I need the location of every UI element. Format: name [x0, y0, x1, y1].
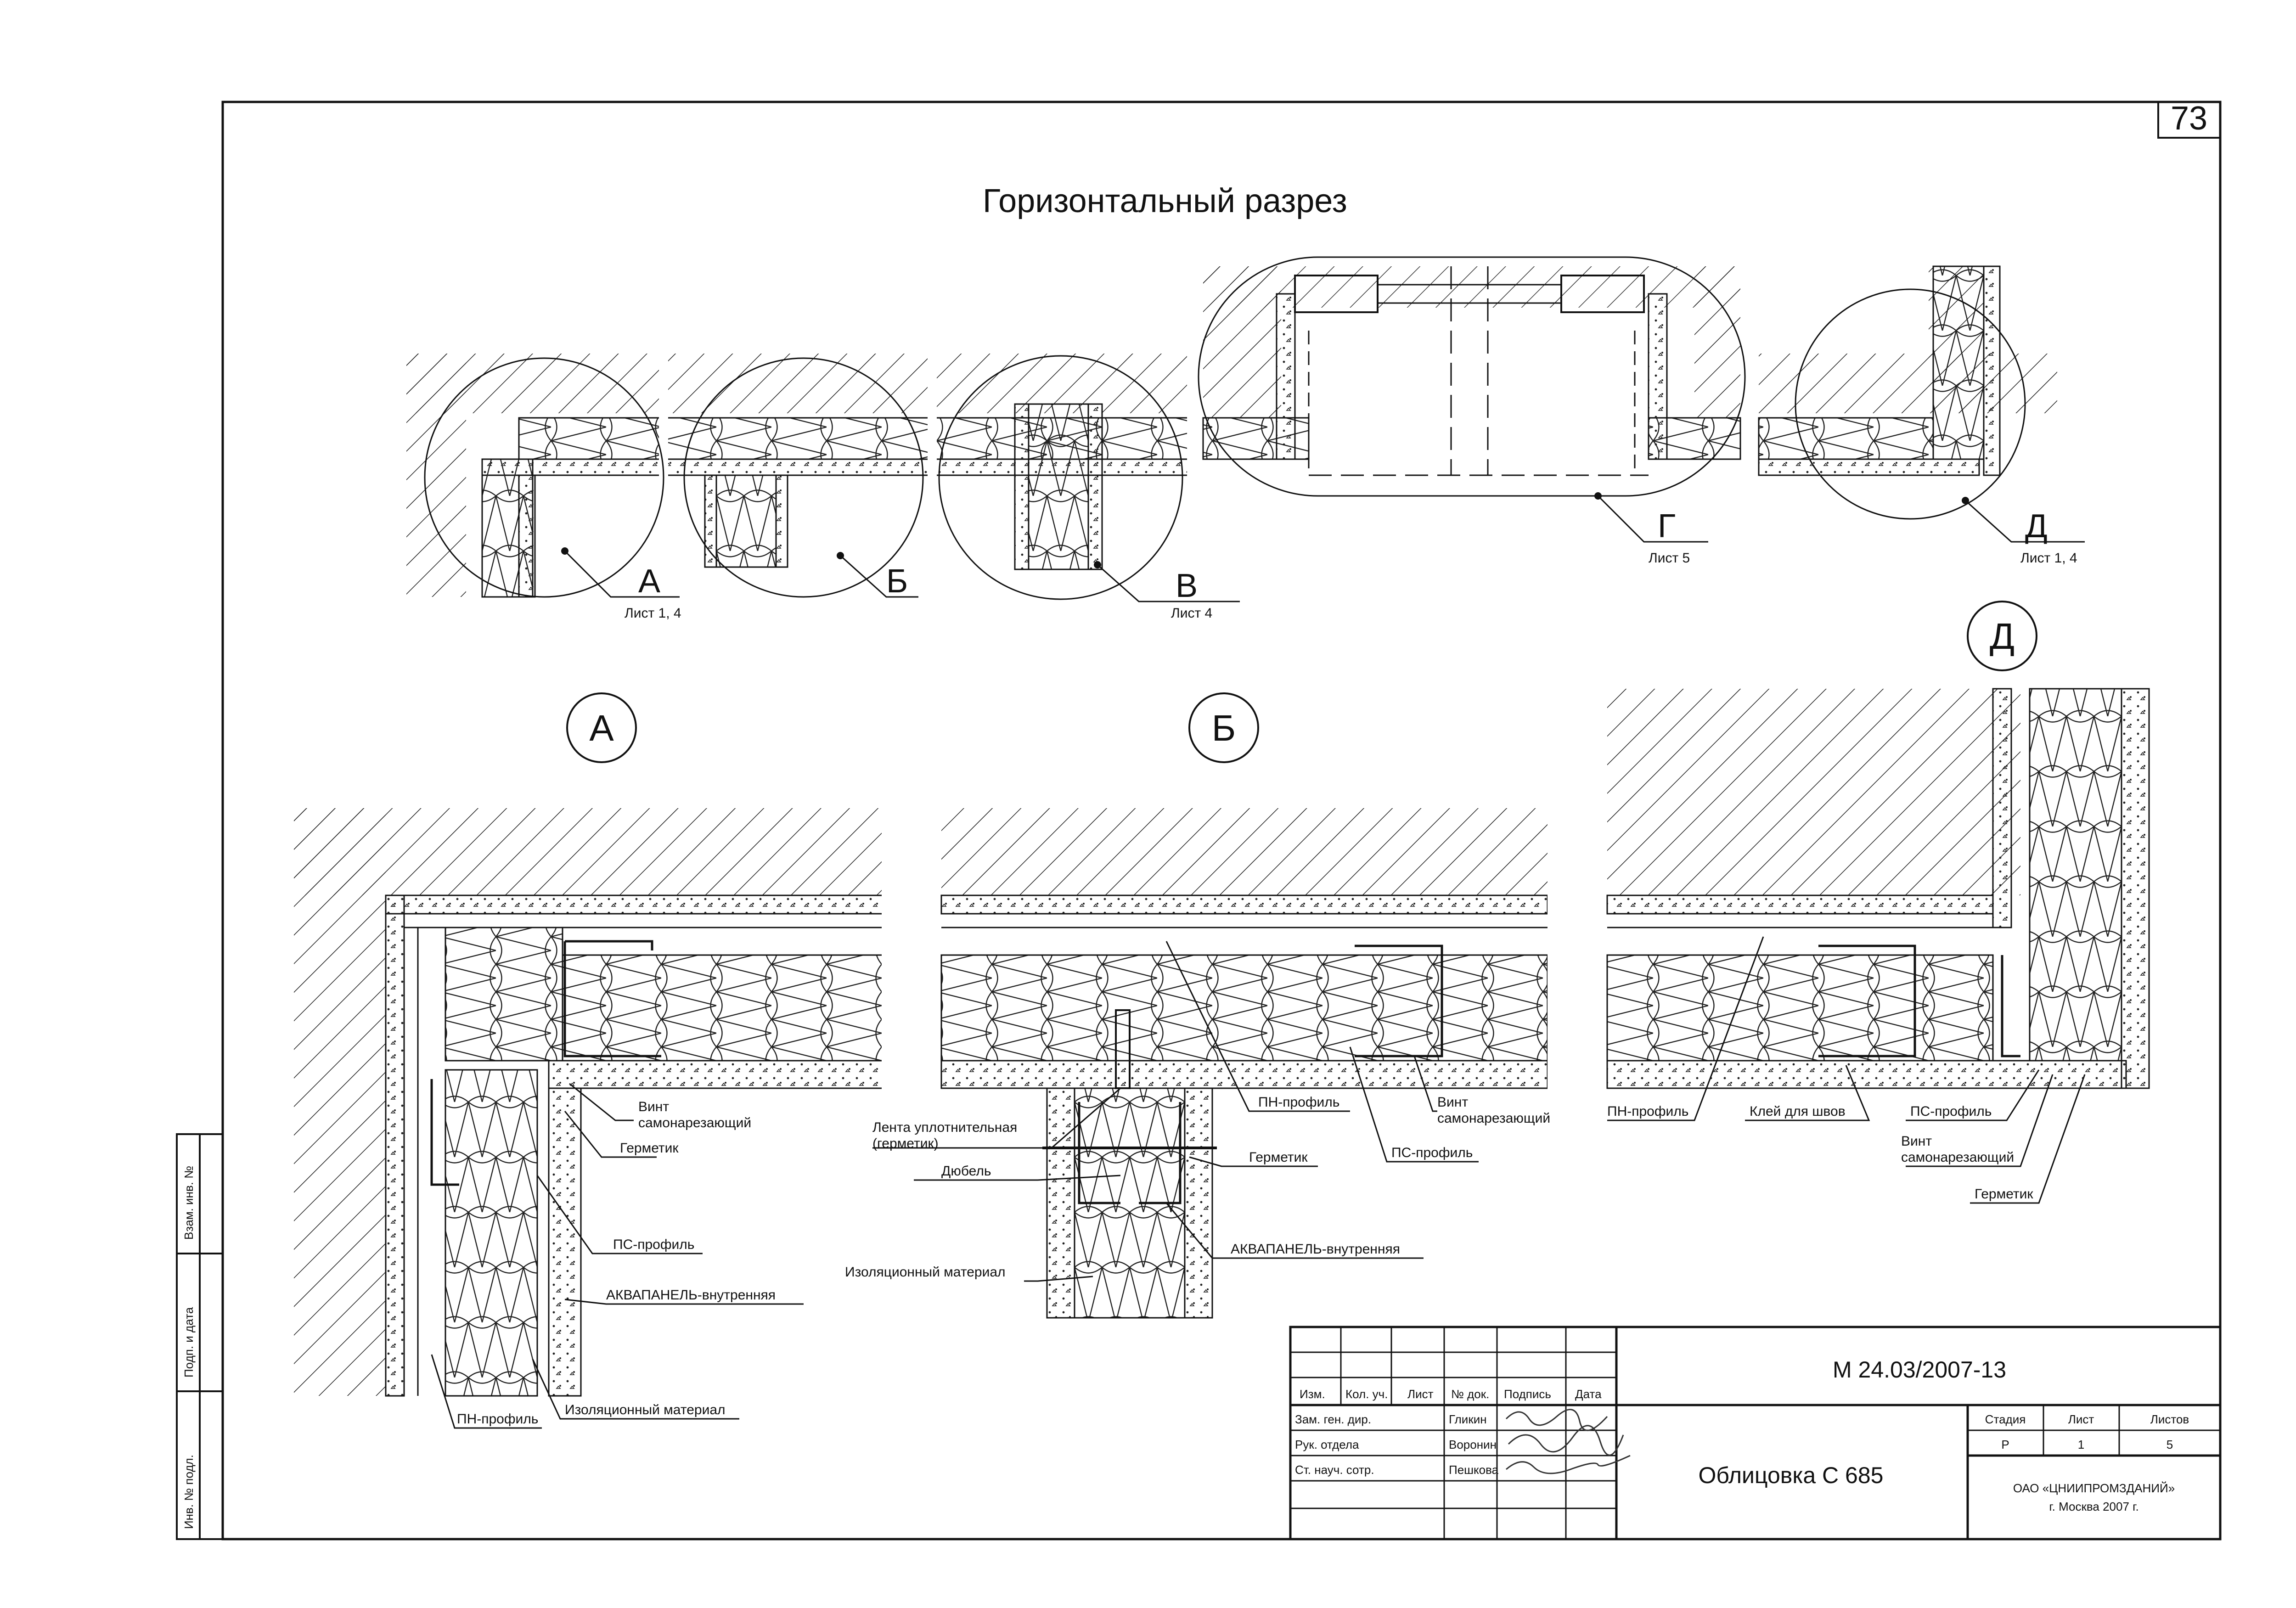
label-germetik-d: Герметик: [1975, 1186, 2033, 1202]
tb-header-list: Лист: [1407, 1387, 1434, 1401]
label-vint-b: Винт: [1437, 1095, 1468, 1110]
tb-header-podpis: Подпись: [1504, 1387, 1551, 1401]
stamp-label-vzam: Взам. инв. №: [182, 1166, 196, 1240]
detail-a-letter: А: [589, 708, 614, 748]
label-lenta-1: Лента уплотнительная: [872, 1120, 1017, 1135]
label-izol-b: Изоляционный материал: [845, 1265, 1006, 1280]
signatures-image: [1505, 1409, 1631, 1474]
tb-sheets-value: 5: [2167, 1438, 2173, 1451]
label-vint-a: Винт: [638, 1099, 669, 1114]
callout-b-letter: Б: [886, 563, 908, 600]
callout-v-ref: Лист 4: [1171, 606, 1212, 621]
detail-b-drawing: [940, 781, 1561, 1319]
label-klei: Клей для швов: [1750, 1104, 1846, 1119]
tb-org-1: ОАО «ЦНИИПРОМЗДАНИЙ»: [2013, 1481, 2175, 1495]
callout-g-letter: Г: [1658, 508, 1676, 545]
label-akvapanel-b: АКВАПАНЕЛЬ-внутренняя: [1231, 1242, 1400, 1257]
callout-d-ref: Лист 1, 4: [2020, 551, 2077, 566]
label-pn-profil-a: ПН-профиль: [457, 1411, 538, 1427]
tb-header-izm: Изм.: [1300, 1387, 1325, 1401]
detail-d-marker: [1967, 601, 2037, 671]
tb-header-doc: № док.: [1451, 1387, 1489, 1401]
label-vint-d: Винт: [1901, 1134, 1932, 1149]
title-block-name: Облицовка С 685: [1699, 1462, 1884, 1488]
tb-stage-value: Р: [2001, 1438, 2009, 1451]
side-stamp: Взам. инв. № Подп. и дата Инв. № подл.: [176, 1133, 224, 1540]
detail-b-marker: [1188, 692, 1259, 763]
page-number-box: [2157, 101, 2221, 139]
detail-d-drawing: [1606, 688, 2150, 1089]
tb-name-3: Пешкова: [1449, 1463, 1499, 1477]
tb-role-3: Ст. науч. сотр.: [1295, 1463, 1374, 1477]
title-block-code: М 24.03/2007-13: [1833, 1357, 2006, 1383]
label-pn-profil-d: ПН-профиль: [1607, 1104, 1688, 1119]
callout-d-letter: Д: [2025, 508, 2048, 545]
label-ps-profil-d: ПС-профиль: [1910, 1104, 1992, 1119]
tb-header-kol: Кол. уч.: [1345, 1387, 1388, 1401]
overview-section: [406, 256, 2085, 615]
label-germetik-b: Герметик: [1249, 1150, 1308, 1165]
label-pn-profil-b: ПН-профиль: [1258, 1095, 1339, 1110]
detail-b-letter: Б: [1212, 708, 1236, 748]
label-ps-profil-b: ПС-профиль: [1391, 1145, 1473, 1160]
callout-v-letter: В: [1176, 568, 1198, 604]
tb-name-2: Воронин: [1449, 1438, 1497, 1451]
label-izol-a: Изоляционный материал: [565, 1402, 726, 1417]
tb-role-1: Зам. ген. дир.: [1295, 1412, 1371, 1426]
page-number: 73: [2171, 100, 2207, 137]
sheet-frame: [221, 101, 2222, 1541]
tb-name-1: Гликин: [1449, 1412, 1487, 1426]
tb-role-2: Рук. отдела: [1295, 1438, 1359, 1451]
drawing-title: Горизонтальный разрез: [983, 183, 1347, 219]
label-samonarez-d: самонарезающий: [1901, 1150, 2014, 1165]
tb-stage-header: Стадия: [1985, 1412, 2026, 1426]
detail-a-drawing: [294, 781, 895, 1397]
tb-sheet-header: Лист: [2068, 1412, 2094, 1426]
stamp-label-inv: Инв. № подл.: [182, 1455, 196, 1529]
detail-a-marker: [566, 692, 637, 763]
label-lenta-2: (герметик): [872, 1136, 939, 1151]
tb-header-data: Дата: [1575, 1387, 1602, 1401]
callout-g-ref: Лист 5: [1649, 551, 1690, 566]
title-block: [1289, 1326, 2222, 1541]
label-leaders: [431, 936, 2086, 1429]
label-samonarez-a: самонарезающий: [638, 1115, 751, 1130]
label-germetik-a: Герметик: [620, 1141, 679, 1156]
label-dyubel: Дюбель: [941, 1164, 991, 1179]
label-samonarez-b: самонарезающий: [1437, 1111, 1550, 1126]
tb-sheets-header: Листов: [2150, 1412, 2189, 1426]
callout-a-letter: А: [638, 563, 660, 600]
label-ps-profil-a: ПС-профиль: [613, 1237, 694, 1252]
label-akvapanel-a: АКВАПАНЕЛЬ-внутренняя: [606, 1288, 776, 1303]
tb-sheet-value: 1: [2078, 1438, 2084, 1451]
detail-d-letter: Д: [1990, 616, 2015, 657]
tb-org-2: г. Москва 2007 г.: [2049, 1500, 2138, 1513]
stamp-label-podp: Подп. и дата: [182, 1307, 196, 1377]
callout-a-ref: Лист 1, 4: [625, 606, 681, 621]
